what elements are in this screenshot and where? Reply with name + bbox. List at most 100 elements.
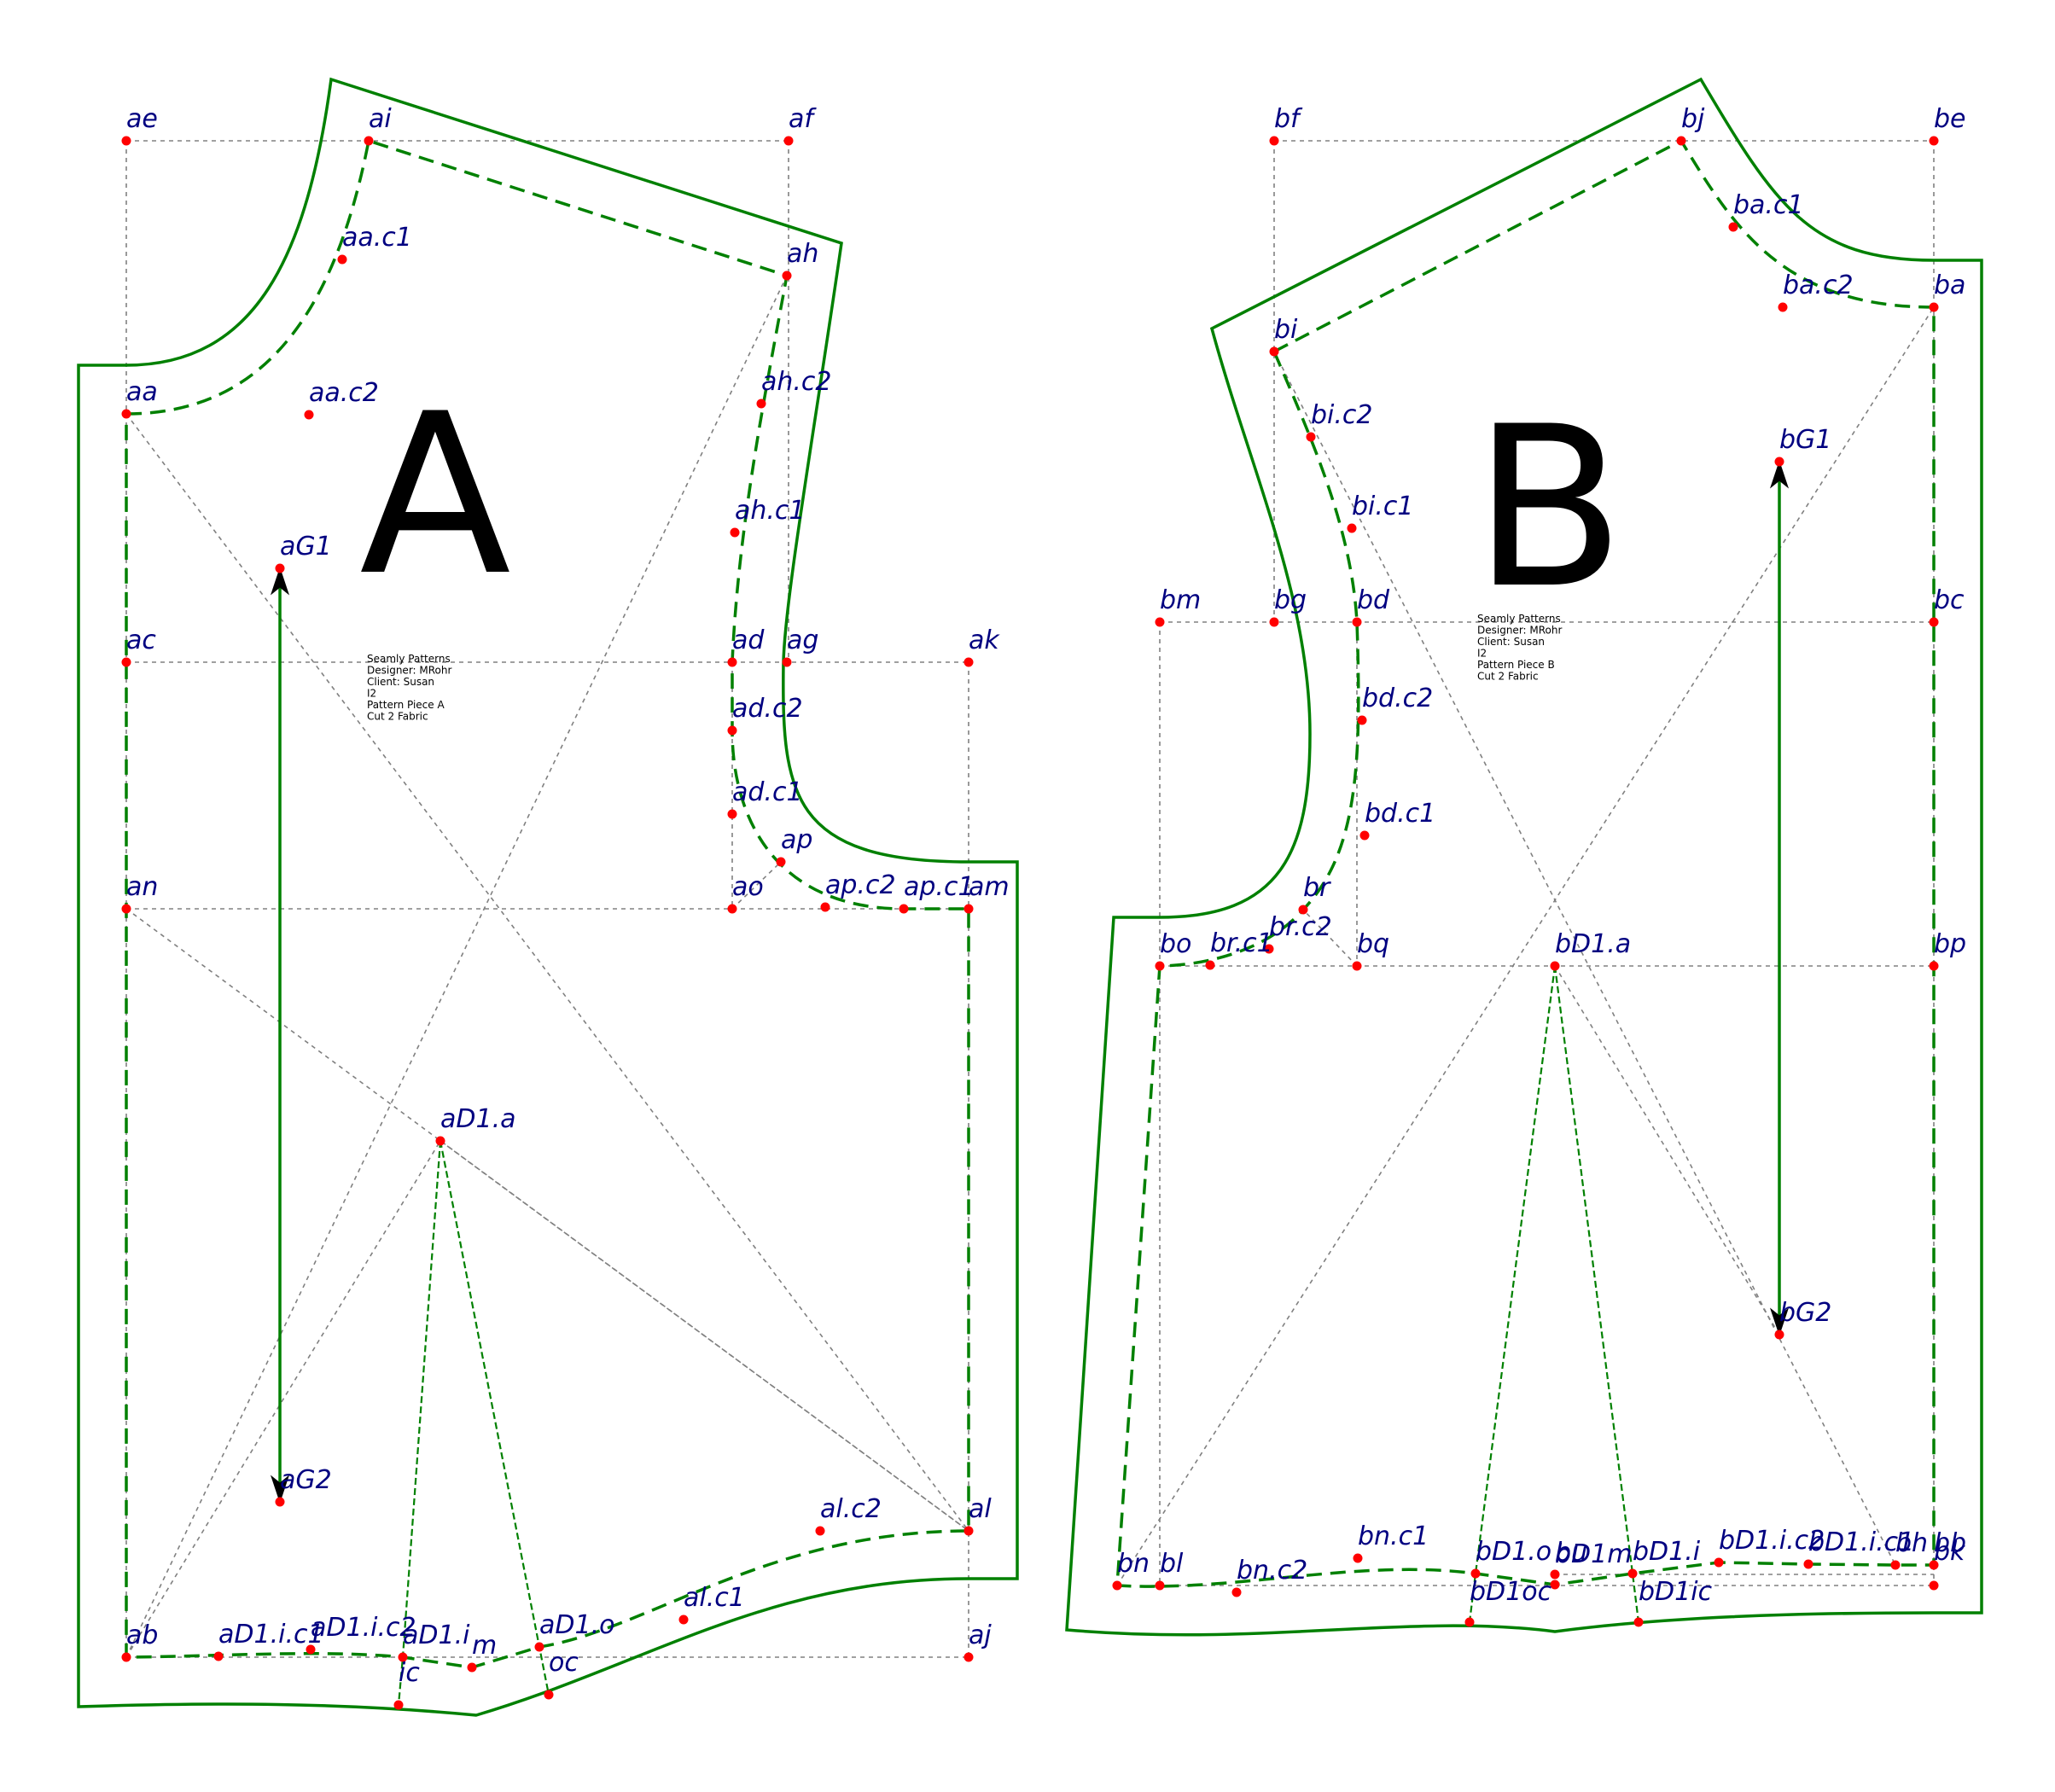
label-ag2: aG2 — [280, 1465, 332, 1495]
point-br — [1298, 905, 1308, 915]
point-bn-c2 — [1231, 1587, 1242, 1597]
label-bo: bo — [1160, 929, 1191, 959]
point-bm — [1155, 617, 1165, 627]
point-am — [963, 904, 974, 914]
point-ag — [782, 657, 792, 667]
label-br-c1: br.c1 — [1210, 928, 1273, 958]
point-an — [121, 904, 131, 914]
label-ag: ag — [787, 625, 818, 655]
point-bd1-i-c1 — [1803, 1559, 1813, 1569]
point-bd — [1352, 617, 1362, 627]
label-bg: bg — [1274, 585, 1307, 615]
point-bb — [1929, 1560, 1939, 1570]
point-ad-c1 — [727, 809, 737, 819]
piece-info-line: Client: Susan — [367, 676, 434, 688]
cut-line-piece-B — [1065, 77, 1983, 1637]
label-bd1oc: bD1oc — [1470, 1577, 1552, 1607]
point-ah-c2 — [756, 399, 766, 409]
label-aa-c1: aa.c1 — [342, 223, 412, 253]
point-bk — [1929, 1580, 1939, 1591]
point-br-c1 — [1205, 960, 1215, 970]
point-ag1 — [275, 563, 285, 573]
point-bn — [1112, 1580, 1122, 1591]
label-ic: ic — [399, 1658, 420, 1688]
point-ak — [963, 657, 974, 667]
point-bc — [1929, 617, 1939, 627]
label-ah: ah — [787, 239, 818, 269]
point-oc — [544, 1690, 554, 1700]
piece-info-line: I2 — [1477, 648, 1487, 660]
label-bd1-i-c2: bD1.i.c2 — [1719, 1526, 1825, 1556]
label-be: be — [1934, 104, 1966, 134]
point-bg2 — [1774, 1329, 1784, 1340]
label-ad: ad — [732, 625, 765, 655]
point-ad1-i-c2 — [306, 1644, 316, 1655]
label-ad-c2: ad.c2 — [732, 694, 803, 724]
label-bi: bi — [1274, 315, 1298, 345]
point-br-c2 — [1264, 944, 1274, 954]
point-bd1-o — [1470, 1568, 1481, 1579]
label-bu: bu — [1555, 1538, 1587, 1568]
point-ap-c2 — [820, 902, 830, 912]
seam-line-piece-B — [1115, 138, 1936, 1588]
point-m — [467, 1662, 477, 1673]
construction-line — [1116, 306, 1935, 1586]
point-ad1-i — [398, 1652, 408, 1662]
label-aj: aj — [969, 1620, 992, 1650]
label-bn-c2: bn.c2 — [1237, 1556, 1307, 1585]
label-ao: ao — [732, 872, 764, 902]
construction-line — [731, 861, 782, 910]
point-ah — [782, 271, 792, 281]
construction-line — [125, 413, 969, 1532]
construction-line — [125, 1140, 441, 1658]
point-aa-c2 — [304, 410, 314, 420]
grainline-arrow-down-icon — [270, 1475, 290, 1504]
grainline-arrow-up-icon — [1769, 460, 1790, 489]
dart-leg — [1468, 965, 1557, 1623]
point-bg — [1269, 617, 1279, 627]
point-be — [1929, 136, 1939, 146]
label-bi-c1: bi.c1 — [1352, 492, 1414, 521]
label-ba-c2: ba.c2 — [1783, 271, 1854, 300]
piece-info-line: Cut 2 Fabric — [1477, 671, 1539, 683]
point-bo — [1155, 961, 1165, 971]
piece-info-line: Client: Susan — [1477, 636, 1545, 648]
label-bh: bh — [1895, 1528, 1928, 1558]
point-bu — [1550, 1569, 1560, 1580]
label-ab: ab — [126, 1620, 158, 1650]
piece-info-line: Pattern Piece A — [367, 699, 445, 711]
label-bl: bl — [1160, 1549, 1184, 1579]
grainline-arrow-up-icon — [270, 567, 290, 596]
cut-lines — [77, 77, 1983, 1717]
label-aa-c2: aa.c2 — [309, 378, 379, 408]
label-al-c2: al.c2 — [820, 1494, 882, 1524]
piece-letter-a: A — [359, 367, 512, 625]
point-bh — [1890, 1560, 1901, 1570]
piece-info-line: I2 — [367, 688, 376, 700]
label-ad1-i-c2: aD1.i.c2 — [311, 1613, 416, 1643]
point-bd1-i — [1627, 1568, 1638, 1579]
point-ad1-i-c1 — [213, 1651, 224, 1661]
label-am: am — [969, 872, 1010, 902]
label-bp: bp — [1934, 929, 1966, 959]
label-ah-c1: ah.c1 — [735, 496, 806, 526]
point-bf — [1269, 136, 1279, 146]
piece-letter-b: B — [1473, 380, 1625, 637]
label-ad1-o: aD1.o — [539, 1610, 614, 1640]
points-layer — [121, 136, 1939, 1710]
point-ad1-o — [534, 1642, 544, 1652]
construction-line — [1554, 965, 1780, 1335]
grainline-arrow-down-icon — [1769, 1307, 1790, 1336]
point-ae — [121, 136, 131, 146]
point-ic — [393, 1700, 404, 1710]
piece-info-line: Designer: MRohr — [1477, 625, 1562, 637]
point-bd1ic — [1633, 1617, 1644, 1627]
label-al-c1: al.c1 — [684, 1583, 745, 1613]
label-bd-c1: bd.c1 — [1365, 799, 1435, 829]
point-bd1oc — [1464, 1617, 1475, 1627]
dart-leg — [439, 1140, 550, 1696]
label-br-c2: br.c2 — [1269, 912, 1332, 942]
